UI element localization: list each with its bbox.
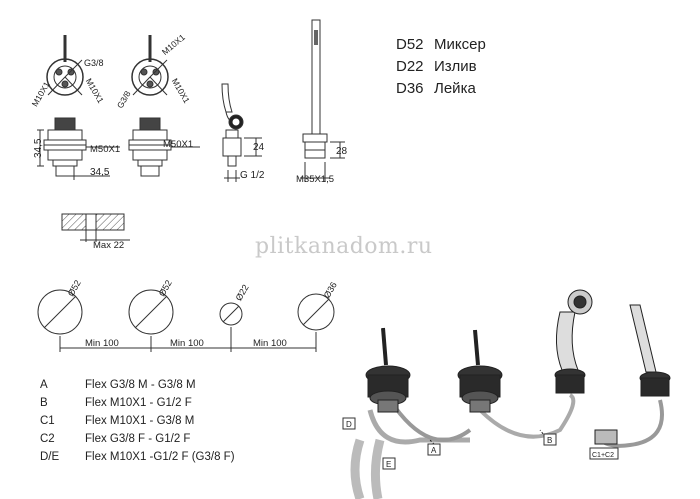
dim-h24: 24	[253, 142, 265, 153]
part-row: D/E Flex M10X1 -G1/2 F (G3/8 F)	[40, 448, 235, 466]
svg-text:C1+C2: C1+C2	[592, 452, 614, 459]
dim-h345: 34,5	[33, 138, 44, 158]
legend-row: D36 Лейка	[396, 78, 486, 100]
part-desc: Flex G3/8 M - G3/8 M	[85, 379, 196, 391]
photo-label-e: E	[382, 457, 396, 470]
legend-code: D52	[396, 36, 424, 53]
svg-text:D: D	[346, 420, 352, 429]
part-row: C1 Flex M10X1 - G3/8 M	[40, 412, 235, 430]
legend-name: Миксер	[434, 36, 486, 53]
dim-m50x1-b: M50X1	[163, 139, 193, 150]
svg-text:A: A	[431, 446, 437, 455]
valve-side-view-2: M50X1	[128, 117, 200, 177]
dim-m35: M35X1,5	[296, 174, 334, 185]
legend-name: Излив	[434, 58, 477, 75]
valve-top-view-2: M10X1 G3/8 M10X1	[115, 32, 192, 110]
dim-g38-b: G3/8	[115, 89, 133, 110]
connection-illustration: D E A B C1+C2	[342, 289, 671, 499]
photo-label-a: A	[427, 443, 441, 456]
photo-label-d: D	[342, 417, 356, 430]
dim-min100-1: Min 100	[85, 338, 119, 349]
hand-shower-side-view: 28 M35X1,5	[296, 19, 348, 185]
parts-list: A Flex G3/8 M - G3/8 M B Flex M10X1 - G1/2…	[40, 376, 235, 466]
legend-code: D22	[396, 58, 424, 75]
part-code: C1	[40, 415, 55, 427]
dim-m10x1-c: M10X1	[160, 32, 187, 57]
legend-row: D52 Миксер	[396, 34, 486, 56]
legend-row: D22 Излив	[396, 56, 486, 78]
spout-side-view: 24 G 1/2	[221, 83, 265, 182]
part-code: D/E	[40, 451, 60, 463]
product-legend: D52 Миксер D22 Излив D36 Лейка	[396, 34, 486, 100]
dim-min100-2: Min 100	[170, 338, 204, 349]
part-code: B	[40, 397, 48, 409]
dim-d22: Ø22	[234, 283, 251, 303]
svg-text:E: E	[386, 460, 391, 469]
part-desc: Flex M10X1 - G1/2 F	[85, 397, 192, 409]
part-row: A Flex G3/8 M - G3/8 M	[40, 376, 235, 394]
dim-h28: 28	[336, 146, 348, 157]
dim-m10x1-d: M10X1	[170, 77, 192, 106]
legend-code: D36	[396, 80, 424, 97]
dim-g38: G3/8	[84, 58, 104, 68]
dim-d52-a: Ø52	[66, 278, 83, 298]
part-desc: Flex G3/8 F - G1/2 F	[85, 433, 191, 445]
watermark: plitkanadom.ru	[255, 234, 433, 259]
dim-g12: G 1/2	[240, 170, 265, 181]
dim-w345: 34,5	[90, 167, 110, 178]
photo-label-b: B	[543, 433, 557, 446]
legend-name: Лейка	[434, 80, 476, 97]
photo-label-c1c2: C1+C2	[589, 447, 619, 460]
part-code: A	[40, 379, 48, 391]
svg-text:B: B	[547, 436, 552, 445]
part-row: B Flex M10X1 - G1/2 F	[40, 394, 235, 412]
max-thickness-block: Max 22	[61, 213, 130, 251]
part-code: C2	[40, 433, 55, 445]
dim-min100-3: Min 100	[253, 338, 287, 349]
part-desc: Flex M10X1 -G1/2 F (G3/8 F)	[85, 451, 235, 463]
dim-m10x1-b: M10X1	[84, 77, 106, 106]
dim-d36: Ø36	[322, 280, 339, 300]
installation-layout: Ø52 Ø52 Ø22 Ø36 Min 100 Min 100 Min 100	[37, 278, 339, 352]
valve-side-view-1: 34,5 M50X1 34,5	[33, 117, 120, 180]
dim-m50x1-a: M50X1	[90, 144, 120, 155]
valve-top-view-1: G3/8 M10X1 M10X1	[30, 35, 106, 108]
dim-max22: Max 22	[93, 240, 124, 251]
part-desc: Flex M10X1 - G3/8 M	[85, 415, 195, 427]
part-row: C2 Flex G3/8 F - G1/2 F	[40, 430, 235, 448]
dim-d52-b: Ø52	[157, 278, 174, 298]
